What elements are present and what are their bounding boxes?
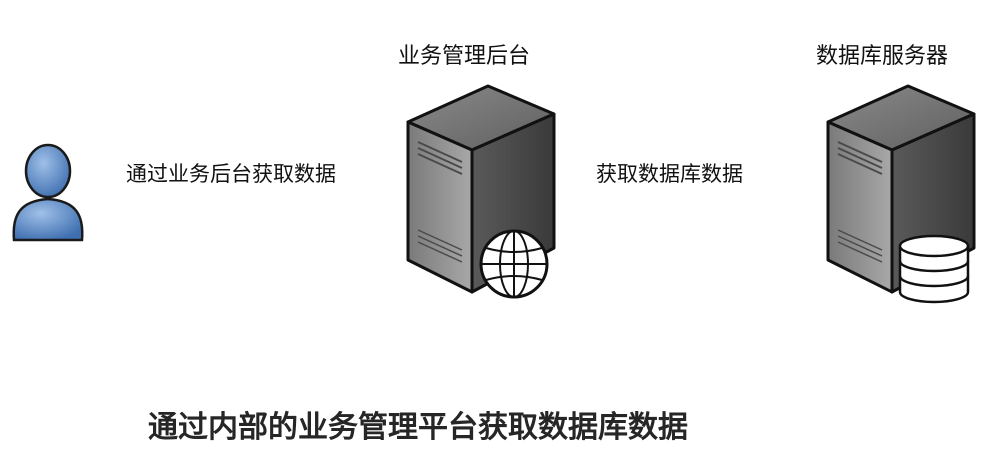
database-server-icon — [826, 84, 976, 304]
user-icon — [12, 143, 84, 242]
web-server-icon — [406, 84, 556, 299]
edge-label-user-to-backend: 通过业务后台获取数据 — [126, 162, 336, 186]
database-title: 数据库服务器 — [816, 44, 949, 69]
diagram-caption: 通过内部的业务管理平台获取数据库数据 — [148, 410, 688, 445]
backend-title: 业务管理后台 — [398, 44, 531, 69]
edge-label-backend-to-database: 获取数据库数据 — [596, 162, 743, 186]
